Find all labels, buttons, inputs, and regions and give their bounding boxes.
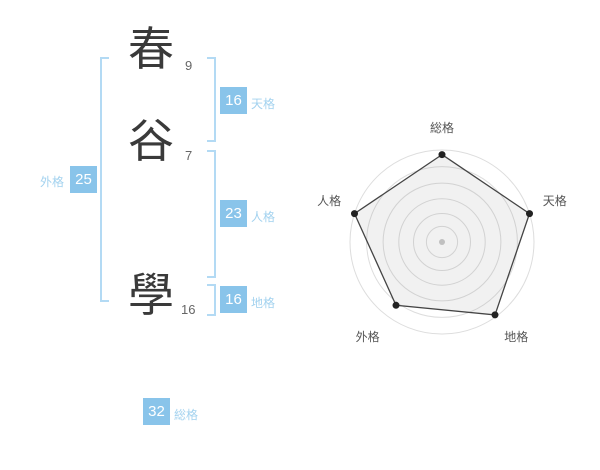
- radar-axis-label: 人格: [317, 193, 341, 208]
- gaikaku-bracket: [100, 57, 109, 302]
- radar-grid-ring: [366, 166, 518, 318]
- name-char-3: 學: [128, 268, 174, 322]
- radar-center-dot: [439, 239, 445, 245]
- name-char-1: 春: [128, 22, 174, 76]
- radar-axis-label: 天格: [543, 193, 567, 208]
- soukaku-label: 総格: [174, 408, 199, 422]
- radar-chart-container: 総格天格地格 外格 人格: [312, 108, 578, 374]
- jinkaku-value-badge: 23: [220, 200, 247, 227]
- radar-data-point: [526, 210, 533, 218]
- name-char-2: 谷: [128, 114, 174, 168]
- radar-data-polygon: [353, 153, 531, 316]
- stroke-count-3: 16: [181, 302, 196, 317]
- chikaku-value-badge: 16: [220, 286, 247, 313]
- radar-grid-ring: [413, 213, 471, 271]
- chikaku-label: 地格: [251, 296, 276, 310]
- radar-grid-ring: [382, 182, 502, 302]
- radar-data-point: [491, 311, 499, 319]
- radar-data-point: [392, 301, 400, 309]
- radar-axis-label: 地格: [504, 329, 528, 344]
- radar-data-point: [351, 210, 358, 218]
- radar-grid-ring: [349, 149, 535, 335]
- jinkaku-bracket: [207, 150, 216, 278]
- gaikaku-label: 外格: [40, 175, 65, 189]
- stroke-count-2: 7: [185, 148, 193, 163]
- radar-axis-label: 外格: [356, 329, 380, 344]
- stroke-count-1: 9: [185, 58, 193, 73]
- tenkaku-label: 天格: [251, 97, 276, 111]
- radar-grid-ring: [398, 198, 486, 286]
- tenkaku-value-badge: 16: [220, 87, 247, 114]
- tenkaku-bracket: [207, 57, 216, 142]
- soukaku-value-badge: 32: [143, 398, 170, 425]
- chikaku-bracket: [207, 284, 216, 316]
- jinkaku-label: 人格: [251, 210, 276, 224]
- radar-data-point: [438, 151, 446, 159]
- radar-grid-ring: [425, 225, 459, 259]
- gaikaku-value-badge: 25: [70, 166, 97, 193]
- radar-axis-label: 総格: [430, 120, 454, 135]
